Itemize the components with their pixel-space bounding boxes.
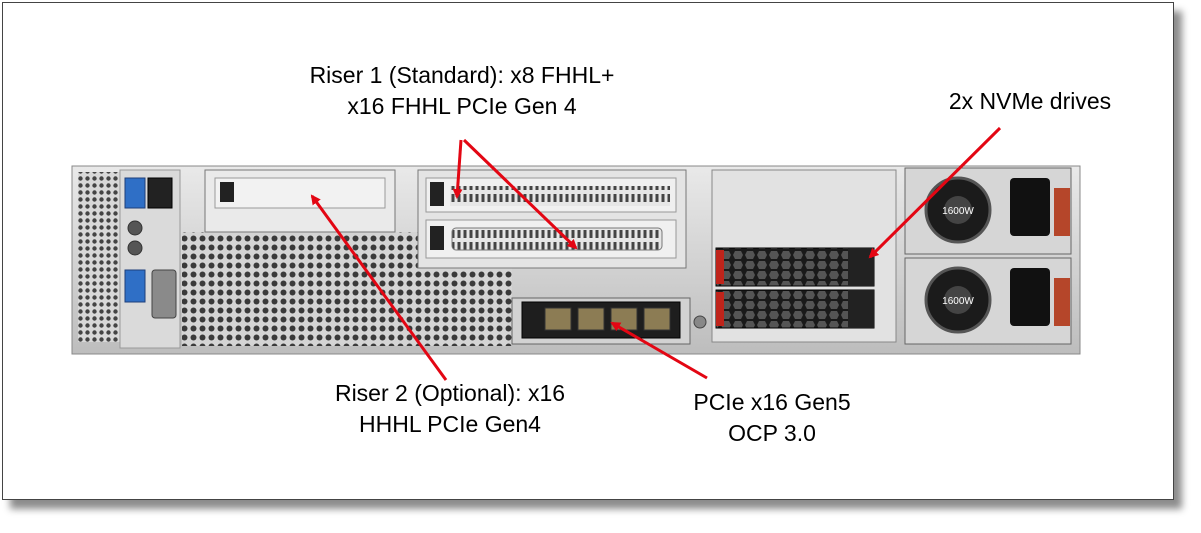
vga-port-icon (151, 269, 177, 319)
power-inlet-icon (1010, 178, 1050, 236)
ethernet-port-icon (643, 307, 671, 331)
ethernet-port-icon (147, 177, 173, 209)
thumbscrew-icon (693, 315, 707, 329)
psu-handle (1054, 188, 1070, 236)
riser1-label: Riser 1 (Standard): x8 FHHL+ x16 FHHL PC… (282, 60, 642, 122)
ethernet-port-icon (610, 307, 638, 331)
riser1-label-line1: Riser 1 (Standard): x8 FHHL+ (309, 62, 615, 88)
ethernet-port-icon (544, 307, 572, 331)
riser2-label: Riser 2 (Optional): x16 HHHL PCIe Gen4 (300, 378, 600, 440)
psu-rating-upper: 1600W (942, 206, 974, 217)
psu-rating-lower: 1600W (942, 296, 974, 307)
left-vent (78, 172, 120, 342)
nvme-drive (715, 247, 875, 287)
center-vent-upper (400, 268, 510, 298)
id-button-icon (127, 240, 143, 256)
usb-port-icon (124, 177, 146, 209)
riser1-slot-upper-latch (430, 182, 444, 206)
ocp-label: PCIe x16 Gen5 OCP 3.0 (672, 387, 872, 449)
nvme-drive-tab (716, 250, 724, 284)
ocp-label-line1: PCIe x16 Gen5 (693, 389, 851, 415)
riser2-filler (214, 177, 386, 209)
usb-port-icon (124, 269, 146, 303)
ethernet-port-icon (577, 307, 605, 331)
riser1-slot-lower-latch (430, 226, 444, 250)
riser2-label-line2: HHHL PCIe Gen4 (359, 411, 541, 437)
riser1-slot-lower-vent (451, 227, 663, 251)
nvme-drive-handle (848, 248, 874, 286)
ocp-label-line2: OCP 3.0 (728, 420, 816, 446)
power-inlet-icon (1010, 268, 1050, 326)
riser1-slot-upper-vent (450, 186, 670, 206)
nvme-drive-handle (848, 290, 874, 328)
nvme-label-line1: 2x NVMe drives (948, 88, 1112, 114)
nvme-drive-tab (716, 292, 724, 326)
riser2-latch (220, 182, 234, 202)
psu-handle (1054, 278, 1070, 326)
riser1-label-line2: x16 FHHL PCIe Gen 4 (347, 93, 577, 119)
nvme-label: 2x NVMe drives (930, 86, 1130, 117)
riser2-label-line1: Riser 2 (Optional): x16 (334, 380, 566, 406)
power-button-icon (127, 220, 143, 236)
